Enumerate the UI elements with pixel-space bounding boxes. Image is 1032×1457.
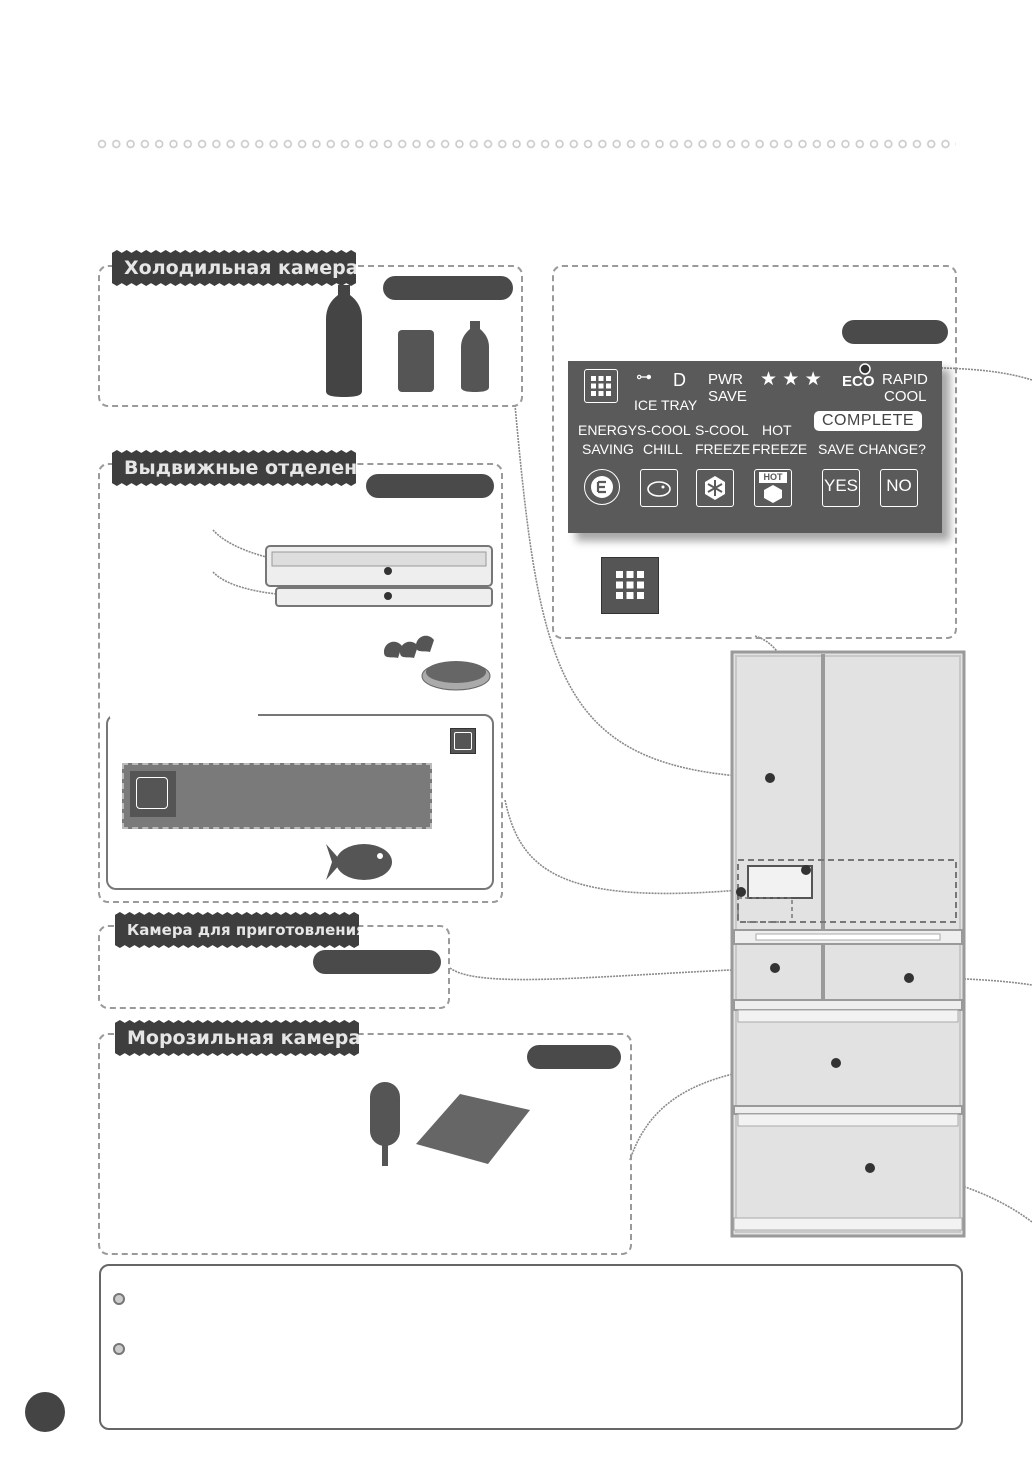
sausage-icon <box>384 635 434 658</box>
bullet-icon <box>113 1343 125 1355</box>
complete-indicator: COMPLETE <box>814 411 923 431</box>
ice-tray-label: ICE TRAY <box>634 397 698 413</box>
cooking-section-title: Камера для приготовления льда <box>115 912 359 948</box>
can-icon <box>398 330 434 392</box>
notes-box <box>99 1264 963 1430</box>
control-panel-display: ⊶ D ICE TRAY PWR SAVE ★ ★ ★ ECO RAPID CO… <box>568 361 942 533</box>
drinks-illustration <box>326 285 489 397</box>
fish-icon <box>450 728 476 754</box>
bottle-icon <box>326 285 362 397</box>
fish-illustration <box>326 844 392 880</box>
yes-button[interactable]: YES <box>822 469 860 507</box>
page-number-badge <box>25 1392 65 1432</box>
bottle-icon <box>461 321 489 392</box>
scool-freeze-label-1: S-COOL <box>695 422 749 438</box>
snowflake-icon[interactable] <box>696 469 734 507</box>
freezer-section-title: Морозильная камера <box>115 1020 359 1056</box>
fridge-section-title: Холодильная камера <box>112 250 356 286</box>
cooking-section-pill <box>313 950 441 974</box>
dotted-divider <box>96 138 956 150</box>
chill-label: CHILL <box>643 441 683 457</box>
save-change-label: SAVE CHANGE? <box>818 441 926 457</box>
chill-info-box-gap <box>110 712 258 718</box>
frozen-bag-icon <box>416 1094 530 1164</box>
pwr-label: PWR <box>708 371 743 388</box>
freeze-label: FREEZE <box>695 441 751 457</box>
save-label: SAVE <box>708 388 747 405</box>
control-panel-pill <box>842 320 948 344</box>
freezer-section-panel <box>98 1033 632 1255</box>
energy-label: ENERGY <box>578 422 638 438</box>
rapid-label: RAPID <box>882 371 928 388</box>
hot-label: HOT <box>762 422 792 438</box>
control-panel-section <box>552 265 957 639</box>
drawers-section-title: Выдвижные отделения <box>112 450 356 486</box>
saving-label: SAVING <box>582 441 634 457</box>
fridge-section-pill <box>383 276 513 300</box>
cool-label: COOL <box>884 388 927 405</box>
no-button[interactable]: NO <box>880 469 918 507</box>
grid-icon <box>601 557 659 614</box>
energy-saving-icon[interactable] <box>584 469 620 505</box>
drawers-section-pill <box>366 474 494 498</box>
refrigerator-diagram <box>730 650 966 1238</box>
eco-label: ECO <box>842 373 875 390</box>
d-label: D <box>673 370 686 390</box>
eco-indicator-dot <box>859 363 871 375</box>
frozen-food-illustration <box>370 1082 530 1166</box>
drawers-illustration <box>265 545 493 607</box>
scool-chill-label-1: S-COOL <box>637 422 691 438</box>
bullet-icon <box>113 1293 125 1305</box>
chill-info-box <box>106 714 494 890</box>
popsicle-icon <box>370 1082 400 1166</box>
key-icon: ⊶ <box>636 369 652 386</box>
grid-icon[interactable] <box>584 369 618 403</box>
star-rating: ★ ★ ★ <box>760 369 822 390</box>
fish-icon[interactable] <box>640 469 678 507</box>
fish-icon <box>130 771 176 817</box>
food-illustration <box>384 635 491 691</box>
hot-freeze-icon[interactable]: HOT <box>754 469 792 507</box>
freezer-section-pill <box>527 1045 621 1069</box>
hot-freeze-label: FREEZE <box>752 441 808 457</box>
plate-icon <box>421 661 491 691</box>
